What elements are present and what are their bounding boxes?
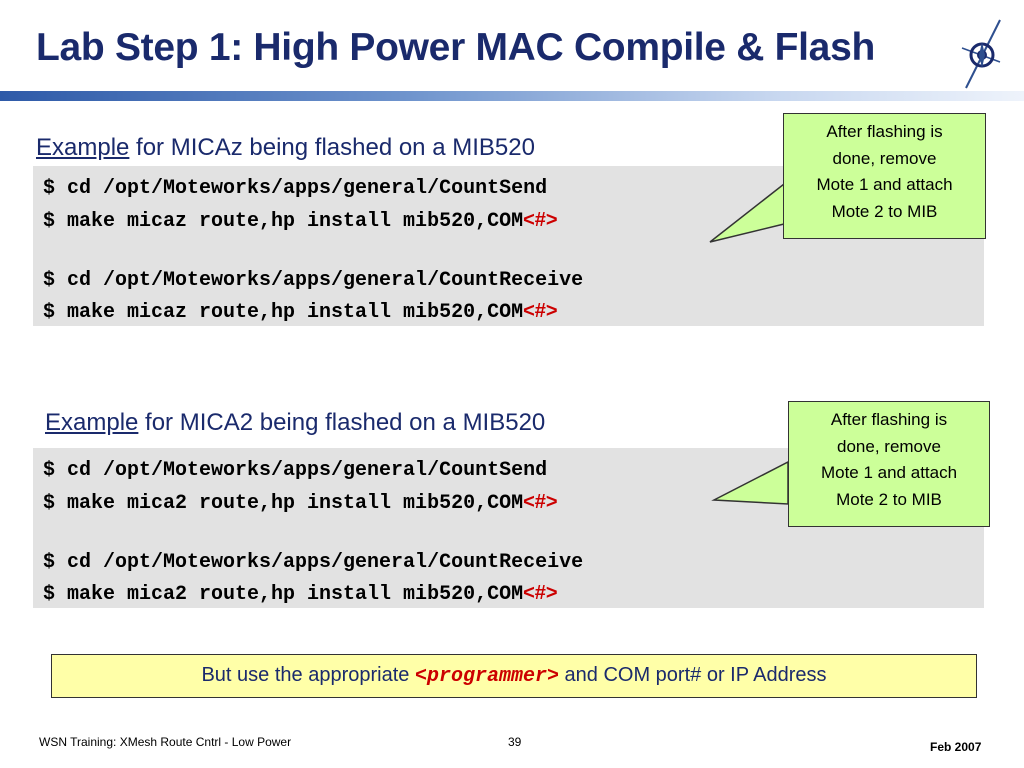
code-line: $ make micaz route,hp install mib520,COM… — [43, 300, 558, 324]
code-line: $ make mica2 route,hp install mib520,COM… — [43, 490, 558, 515]
heading-text: for MICAz being flashed on a MIB520 — [129, 134, 535, 161]
footer-course-title: WSN Training: XMesh Route Cntrl - Low Po… — [39, 735, 292, 749]
code-block-micaz: $ cd /opt/Moteworks/apps/general/CountSe… — [33, 166, 984, 326]
programmer-placeholder: <programmer> — [414, 665, 559, 688]
code-line: $ cd /opt/Moteworks/apps/general/CountSe… — [43, 177, 548, 200]
compass-star-logo — [961, 19, 1001, 89]
heading-text: for MICA2 being flashed on a MIB520 — [138, 409, 546, 436]
port-placeholder: <#> — [523, 300, 558, 322]
footer-date: Feb 2007 — [930, 740, 982, 754]
callout-swap-mote-1: After flashing is done, remove Mote 1 an… — [783, 113, 986, 239]
title-underline-bar — [0, 91, 1024, 101]
code-line: $ make mica2 route,hp install mib520,COM… — [43, 582, 558, 606]
section-heading-mica2: Example for MICA2 being flashed on a MIB… — [45, 409, 545, 437]
footer-page-number: 39 — [508, 735, 522, 749]
code-line: $ cd /opt/Moteworks/apps/general/CountSe… — [43, 459, 548, 482]
example-link[interactable]: Example — [45, 409, 139, 436]
port-placeholder: <#> — [523, 582, 558, 604]
callout-swap-mote-2: After flashing is done, remove Mote 1 an… — [788, 401, 990, 527]
code-line-blank — [43, 235, 974, 266]
example-link[interactable]: Example — [36, 134, 130, 161]
section-heading-micaz: Example for MICAz being flashed on a MIB… — [36, 134, 535, 162]
port-placeholder: <#> — [523, 208, 558, 231]
callout-pointer — [711, 460, 789, 505]
code-line: $ cd /opt/Moteworks/apps/general/CountRe… — [43, 268, 584, 292]
port-placeholder: <#> — [523, 490, 558, 513]
slide-title: Lab Step 1: High Power MAC Compile & Fla… — [36, 26, 875, 69]
programmer-note: But use the appropriate <programmer> and… — [51, 654, 977, 698]
code-line: $ make micaz route,hp install mib520,COM… — [43, 208, 558, 233]
code-line: $ cd /opt/Moteworks/apps/general/CountRe… — [43, 550, 584, 574]
